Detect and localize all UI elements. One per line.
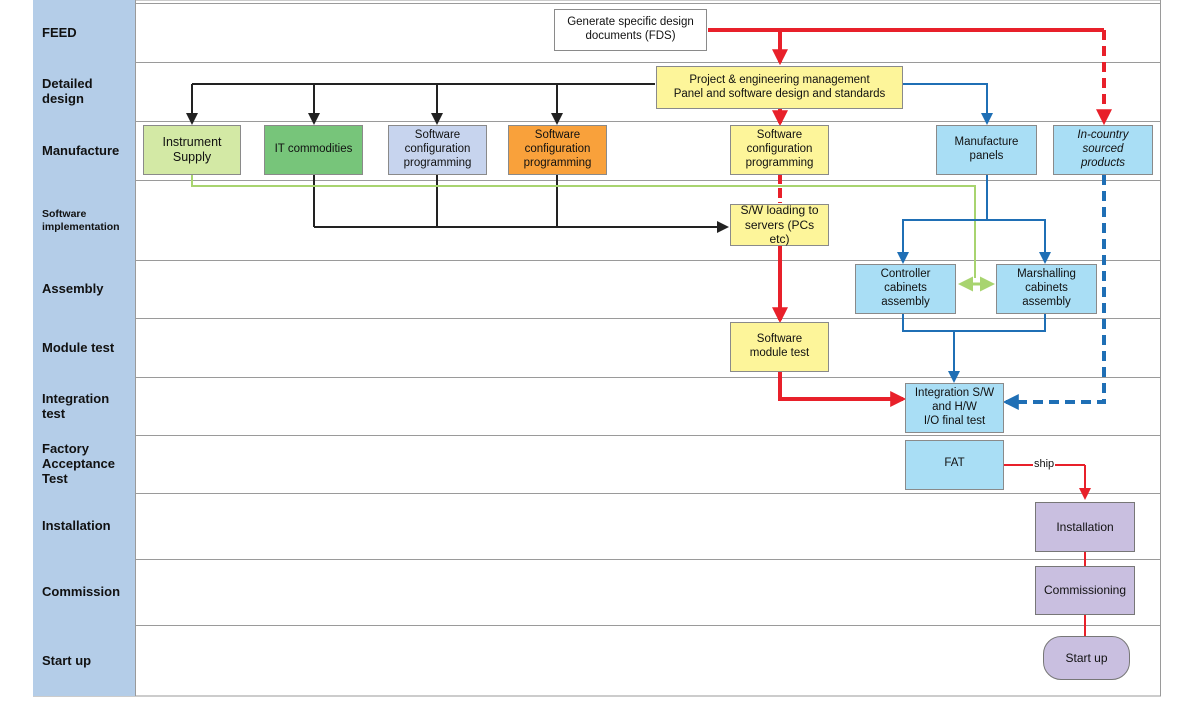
lane-label-software-implementation: Software implementation (42, 208, 120, 233)
red-flow (708, 28, 1112, 636)
manufacture-panels-box: Manufacture panels (936, 125, 1037, 175)
installation-box: Installation (1035, 502, 1135, 552)
green-flow (191, 175, 995, 292)
software-configuration-box-2: Software configuration programming (508, 125, 607, 175)
marshalling-cabinets-box: Marshalling cabinets assembly (996, 264, 1097, 314)
lane-label-feed: FEED (42, 24, 77, 40)
black-flow (186, 83, 729, 233)
integration-test-box: Integration S/W and H/W I/O final test (905, 383, 1004, 433)
lane-separators (33, 0, 1160, 696)
instrument-supply-box: Instrument Supply (143, 125, 241, 175)
commissioning-box: Commissioning (1035, 566, 1135, 615)
lane-label-module-test: Module test (42, 339, 115, 355)
ship-label: ship (1033, 458, 1056, 470)
controller-cabinets-box: Controller cabinets assembly (855, 264, 956, 314)
lane-header-band (33, 0, 135, 696)
lane-label-integration-test: Integration test (42, 390, 110, 421)
lane-label-start-up: Start up (42, 652, 92, 668)
software-configuration-box-1: Software configuration programming (388, 125, 487, 175)
software-module-test-box: Software module test (730, 322, 829, 372)
lane-label-manufacture: Manufacture (42, 142, 120, 158)
fds-box: Generate specific design documents (FDS) (554, 9, 707, 51)
fat-box: FAT (905, 440, 1004, 490)
sw-loading-box: S/W loading to servers (PCs etc) (730, 203, 829, 246)
lane-label-detailed-design: Detailed design (42, 76, 93, 106)
it-commodities-box: IT commodities (264, 125, 363, 175)
lane-label-installation: Installation (42, 518, 111, 534)
start-up-box: Start up (1043, 636, 1130, 680)
project-management-box: Project & engineering management Panel a… (656, 66, 903, 109)
software-configuration-box-3: Software configuration programming (730, 125, 829, 175)
lane-label-commission: Commission (42, 584, 121, 600)
diagram-frame (33, 0, 1161, 697)
in-country-products-box: In-country sourced products (1053, 125, 1153, 175)
blue-flow (897, 83, 1106, 410)
lane-label-fat: Factory Acceptance Test (42, 441, 115, 486)
lane-label-assembly: Assembly (42, 281, 104, 297)
